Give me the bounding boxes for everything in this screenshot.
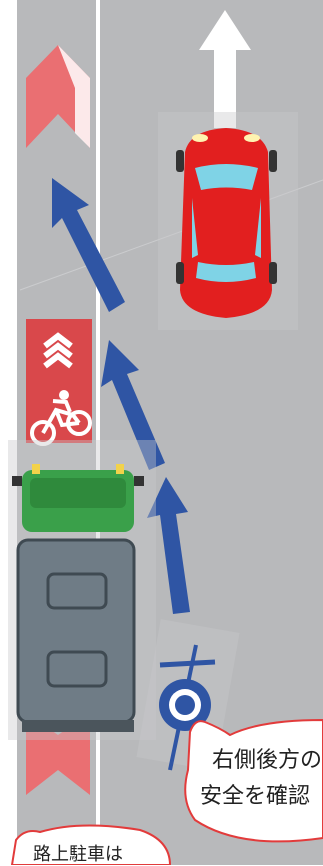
bubble-left-line1: 路上駐車は bbox=[33, 845, 123, 866]
bubble-right-line1: 右側後方の bbox=[212, 748, 322, 773]
speech-bubble-right bbox=[185, 720, 323, 841]
bicycle-lane-sign bbox=[26, 319, 92, 444]
bubble-right-line2: 安全を確認 bbox=[200, 784, 310, 809]
red-car bbox=[158, 112, 298, 330]
truck bbox=[8, 440, 156, 740]
